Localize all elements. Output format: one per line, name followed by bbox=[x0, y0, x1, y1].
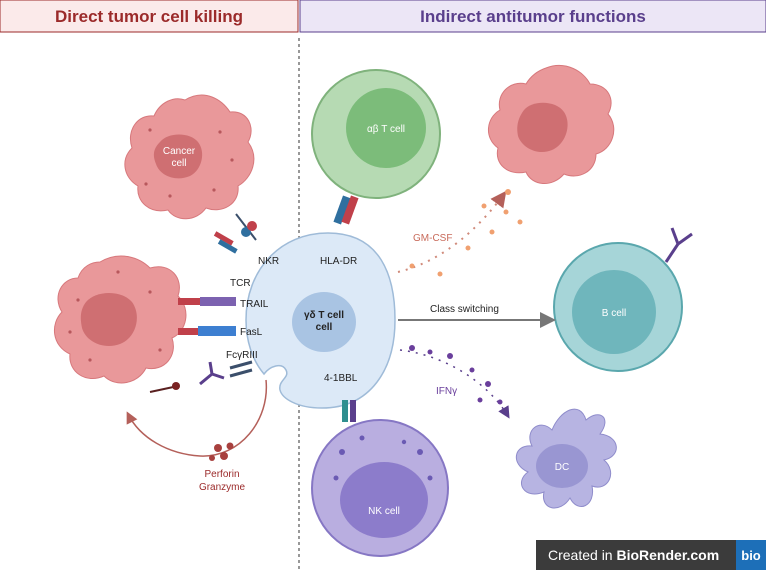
right-header: Indirect antitumor functions bbox=[299, 0, 766, 33]
b-cell-antibody-icon bbox=[664, 227, 693, 263]
nk-cell: NK cell bbox=[311, 419, 449, 557]
tcr-receptor-icon bbox=[213, 231, 238, 254]
hla-dr-receptor-icon bbox=[333, 195, 359, 225]
right-header-title: Indirect antitumor functions bbox=[420, 7, 646, 26]
trail-receptor-icon bbox=[178, 297, 236, 306]
cancer-cell-top-right bbox=[488, 64, 615, 184]
ab-t-cell: αβ T cell bbox=[311, 69, 441, 199]
nk-cell-label: NK cell bbox=[368, 506, 400, 517]
four-1bbl-label: 4-1BBL bbox=[324, 373, 358, 384]
gd-t-cell-label: γδ T cell bbox=[304, 310, 344, 321]
cancer-cell-top: Cancer cell bbox=[124, 94, 255, 220]
gd-t-cell-label-line2: cell bbox=[316, 322, 333, 333]
fcgriii-receptor-icon bbox=[199, 360, 253, 386]
cancer-cell-left bbox=[54, 255, 187, 384]
ifng-arrow bbox=[399, 345, 510, 419]
fasl-label: FasL bbox=[240, 327, 263, 338]
fcgriii-label: FcγRIII bbox=[226, 350, 258, 361]
perforin-label: Perforin bbox=[204, 469, 239, 480]
granzyme-label: Granzyme bbox=[199, 482, 246, 493]
hla-dr-label: HLA-DR bbox=[320, 256, 357, 267]
cancer-ligand-icon bbox=[149, 382, 180, 393]
gm-csf-label: GM-CSF bbox=[413, 233, 452, 244]
b-cell-label: B cell bbox=[602, 308, 626, 319]
tcr-label: TCR bbox=[230, 278, 251, 289]
b-cell: B cell bbox=[553, 242, 683, 372]
dendritic-cell: DC bbox=[516, 408, 617, 509]
ab-t-cell-label: αβ T cell bbox=[367, 124, 405, 135]
dc-label: DC bbox=[555, 462, 569, 473]
left-header: Direct tumor cell killing bbox=[0, 0, 299, 33]
cancer-cell-label-line2: cell bbox=[171, 158, 186, 169]
nkr-receptor-icon bbox=[235, 213, 257, 241]
nkr-label: NKR bbox=[258, 256, 279, 267]
ifng-label: IFNγ bbox=[436, 386, 457, 397]
four-1bbl-receptor-icon bbox=[342, 400, 356, 422]
class-switching-label: Class switching bbox=[430, 304, 499, 315]
biorender-watermark[interactable]: Created in BioRender.com bio bbox=[536, 540, 766, 570]
gd-t-cell: γδ T cell cell bbox=[245, 232, 396, 409]
perforin-granzyme-arrow bbox=[126, 379, 268, 461]
left-header-title: Direct tumor cell killing bbox=[55, 7, 243, 26]
biorender-logo-icon: bio bbox=[736, 540, 766, 570]
cancer-cell-label-line1: Cancer bbox=[163, 146, 196, 157]
fasl-receptor-icon bbox=[178, 326, 236, 336]
watermark-brand: BioRender.com bbox=[616, 547, 720, 563]
gm-csf-arrow bbox=[397, 189, 523, 277]
trail-label: TRAIL bbox=[240, 299, 269, 310]
watermark-prefix: Created in bbox=[548, 547, 613, 563]
